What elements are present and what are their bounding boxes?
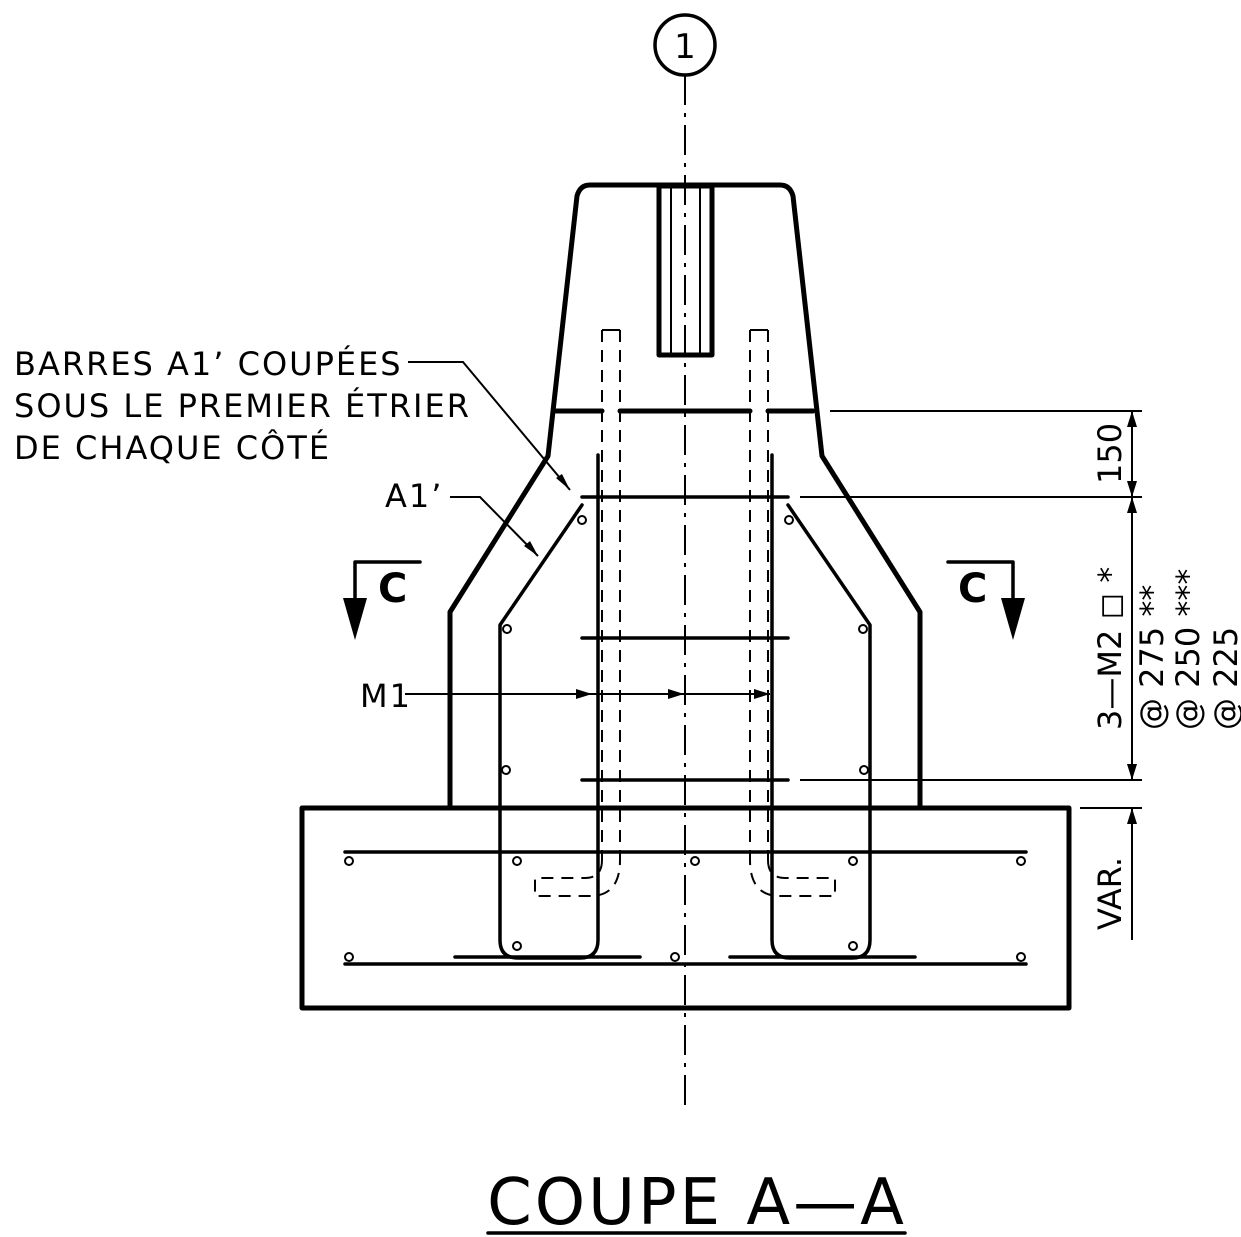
dim-top: 150 (1091, 423, 1129, 484)
note-line-1: BARRES A1’ COUPÉES (14, 345, 403, 383)
a1-leader (450, 496, 539, 557)
a1-label: A1’ (385, 477, 443, 515)
dim-bottom: VAR. (1091, 857, 1129, 930)
dimension-lines (800, 410, 1142, 940)
section-mark-right (946, 560, 1025, 640)
dim-stirrups-line-4: @ 225 (1207, 627, 1241, 730)
hidden-bars (534, 329, 836, 897)
m1-label: M1 (360, 677, 412, 715)
dim-stirrups-line-1: 3—M2 ◻ * (1091, 567, 1129, 730)
a1-bar-left (498, 453, 600, 960)
section-mark-right-label: C (958, 566, 987, 612)
dim-stirrups-line-3: @ 250 *** (1169, 569, 1207, 730)
a1-bar-right (770, 453, 872, 960)
drawing-title: COUPE A—A (487, 1166, 907, 1237)
axis-marker: 1 (653, 13, 717, 77)
anchor-sleeve (656, 183, 715, 358)
section-mark-left (343, 560, 422, 640)
m1-leader (405, 689, 770, 699)
section-mark-left-label: C (378, 566, 407, 612)
note-leader (408, 361, 571, 491)
note-line-3: DE CHAQUE CÔTÉ (14, 428, 331, 467)
dim-stirrups-line-2: @ 275 ** (1133, 585, 1171, 730)
note-line-2: SOUS LE PREMIER ÉTRIER (14, 387, 471, 425)
axis-marker-label: 1 (674, 27, 696, 67)
bar-sections (344, 515, 1026, 962)
footing-outline (299, 805, 1072, 1011)
